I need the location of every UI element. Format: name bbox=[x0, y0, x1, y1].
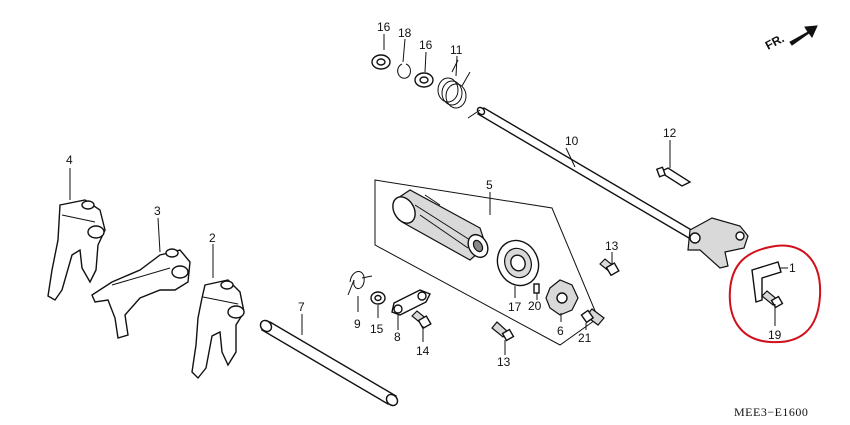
pin-12 bbox=[655, 166, 692, 187]
shift-fork-3 bbox=[91, 248, 191, 339]
fork-shaft-7 bbox=[259, 319, 399, 407]
drawing-code: MEE3−E1600 bbox=[734, 405, 808, 419]
label-part-20: 20 bbox=[528, 299, 542, 313]
front-direction-indicator: FR. bbox=[763, 25, 818, 53]
bolt-13-upper bbox=[599, 258, 620, 277]
highlight-circle bbox=[728, 244, 822, 344]
front-arrow-icon bbox=[789, 25, 818, 46]
shift-drum-5 bbox=[392, 189, 489, 261]
bolt-14 bbox=[411, 310, 432, 330]
label-part-5: 5 bbox=[486, 178, 493, 192]
leader-lines bbox=[69, 34, 788, 355]
bolt-21 bbox=[580, 308, 605, 326]
shift-fork-2 bbox=[191, 279, 245, 380]
label-part-6: 6 bbox=[557, 324, 564, 338]
label-part-16-top: 16 bbox=[377, 20, 391, 34]
label-part-7: 7 bbox=[298, 300, 305, 314]
label-part-14: 14 bbox=[416, 344, 430, 358]
washer-16-second bbox=[414, 72, 434, 88]
label-part-1: 1 bbox=[789, 261, 796, 275]
label-part-17: 17 bbox=[508, 300, 522, 314]
label-part-8: 8 bbox=[394, 330, 401, 344]
bolt-13-lower bbox=[491, 321, 515, 342]
label-part-18: 18 bbox=[398, 26, 412, 40]
label-part-13-lower: 13 bbox=[497, 355, 511, 369]
label-part-3: 3 bbox=[154, 204, 161, 218]
label-part-21: 21 bbox=[578, 331, 592, 345]
label-part-15: 15 bbox=[370, 322, 384, 336]
label-part-19: 19 bbox=[768, 328, 782, 342]
label-part-12: 12 bbox=[663, 126, 677, 140]
label-part-10: 10 bbox=[565, 134, 579, 148]
direction-label: FR. bbox=[763, 31, 787, 52]
spring-9 bbox=[347, 271, 373, 296]
label-part-16-second: 16 bbox=[419, 38, 433, 52]
label-part-11: 11 bbox=[450, 43, 463, 57]
label-part-13-upper: 13 bbox=[605, 239, 619, 253]
bolt-19 bbox=[761, 290, 784, 309]
bearing-17 bbox=[496, 239, 540, 287]
circlip-18 bbox=[397, 63, 411, 79]
label-part-2: 2 bbox=[209, 231, 216, 245]
label-part-9: 9 bbox=[354, 317, 361, 331]
gearshift-spindle-10 bbox=[467, 106, 749, 269]
drum-assembly-outline bbox=[374, 179, 599, 346]
label-part-4: 4 bbox=[66, 153, 73, 167]
drum-center-6 bbox=[545, 279, 579, 316]
part-number-labels: 4 3 2 7 5 10 12 16 18 16 11 13 13 9 15 8… bbox=[66, 20, 796, 369]
stopper-arm-8 bbox=[391, 289, 431, 316]
washer-15 bbox=[370, 291, 386, 305]
return-spring-11 bbox=[437, 59, 471, 109]
bracket-1 bbox=[751, 261, 782, 303]
shift-fork-4 bbox=[47, 199, 106, 301]
washer-16-top bbox=[371, 54, 391, 70]
dowel-pin-20 bbox=[533, 283, 540, 294]
